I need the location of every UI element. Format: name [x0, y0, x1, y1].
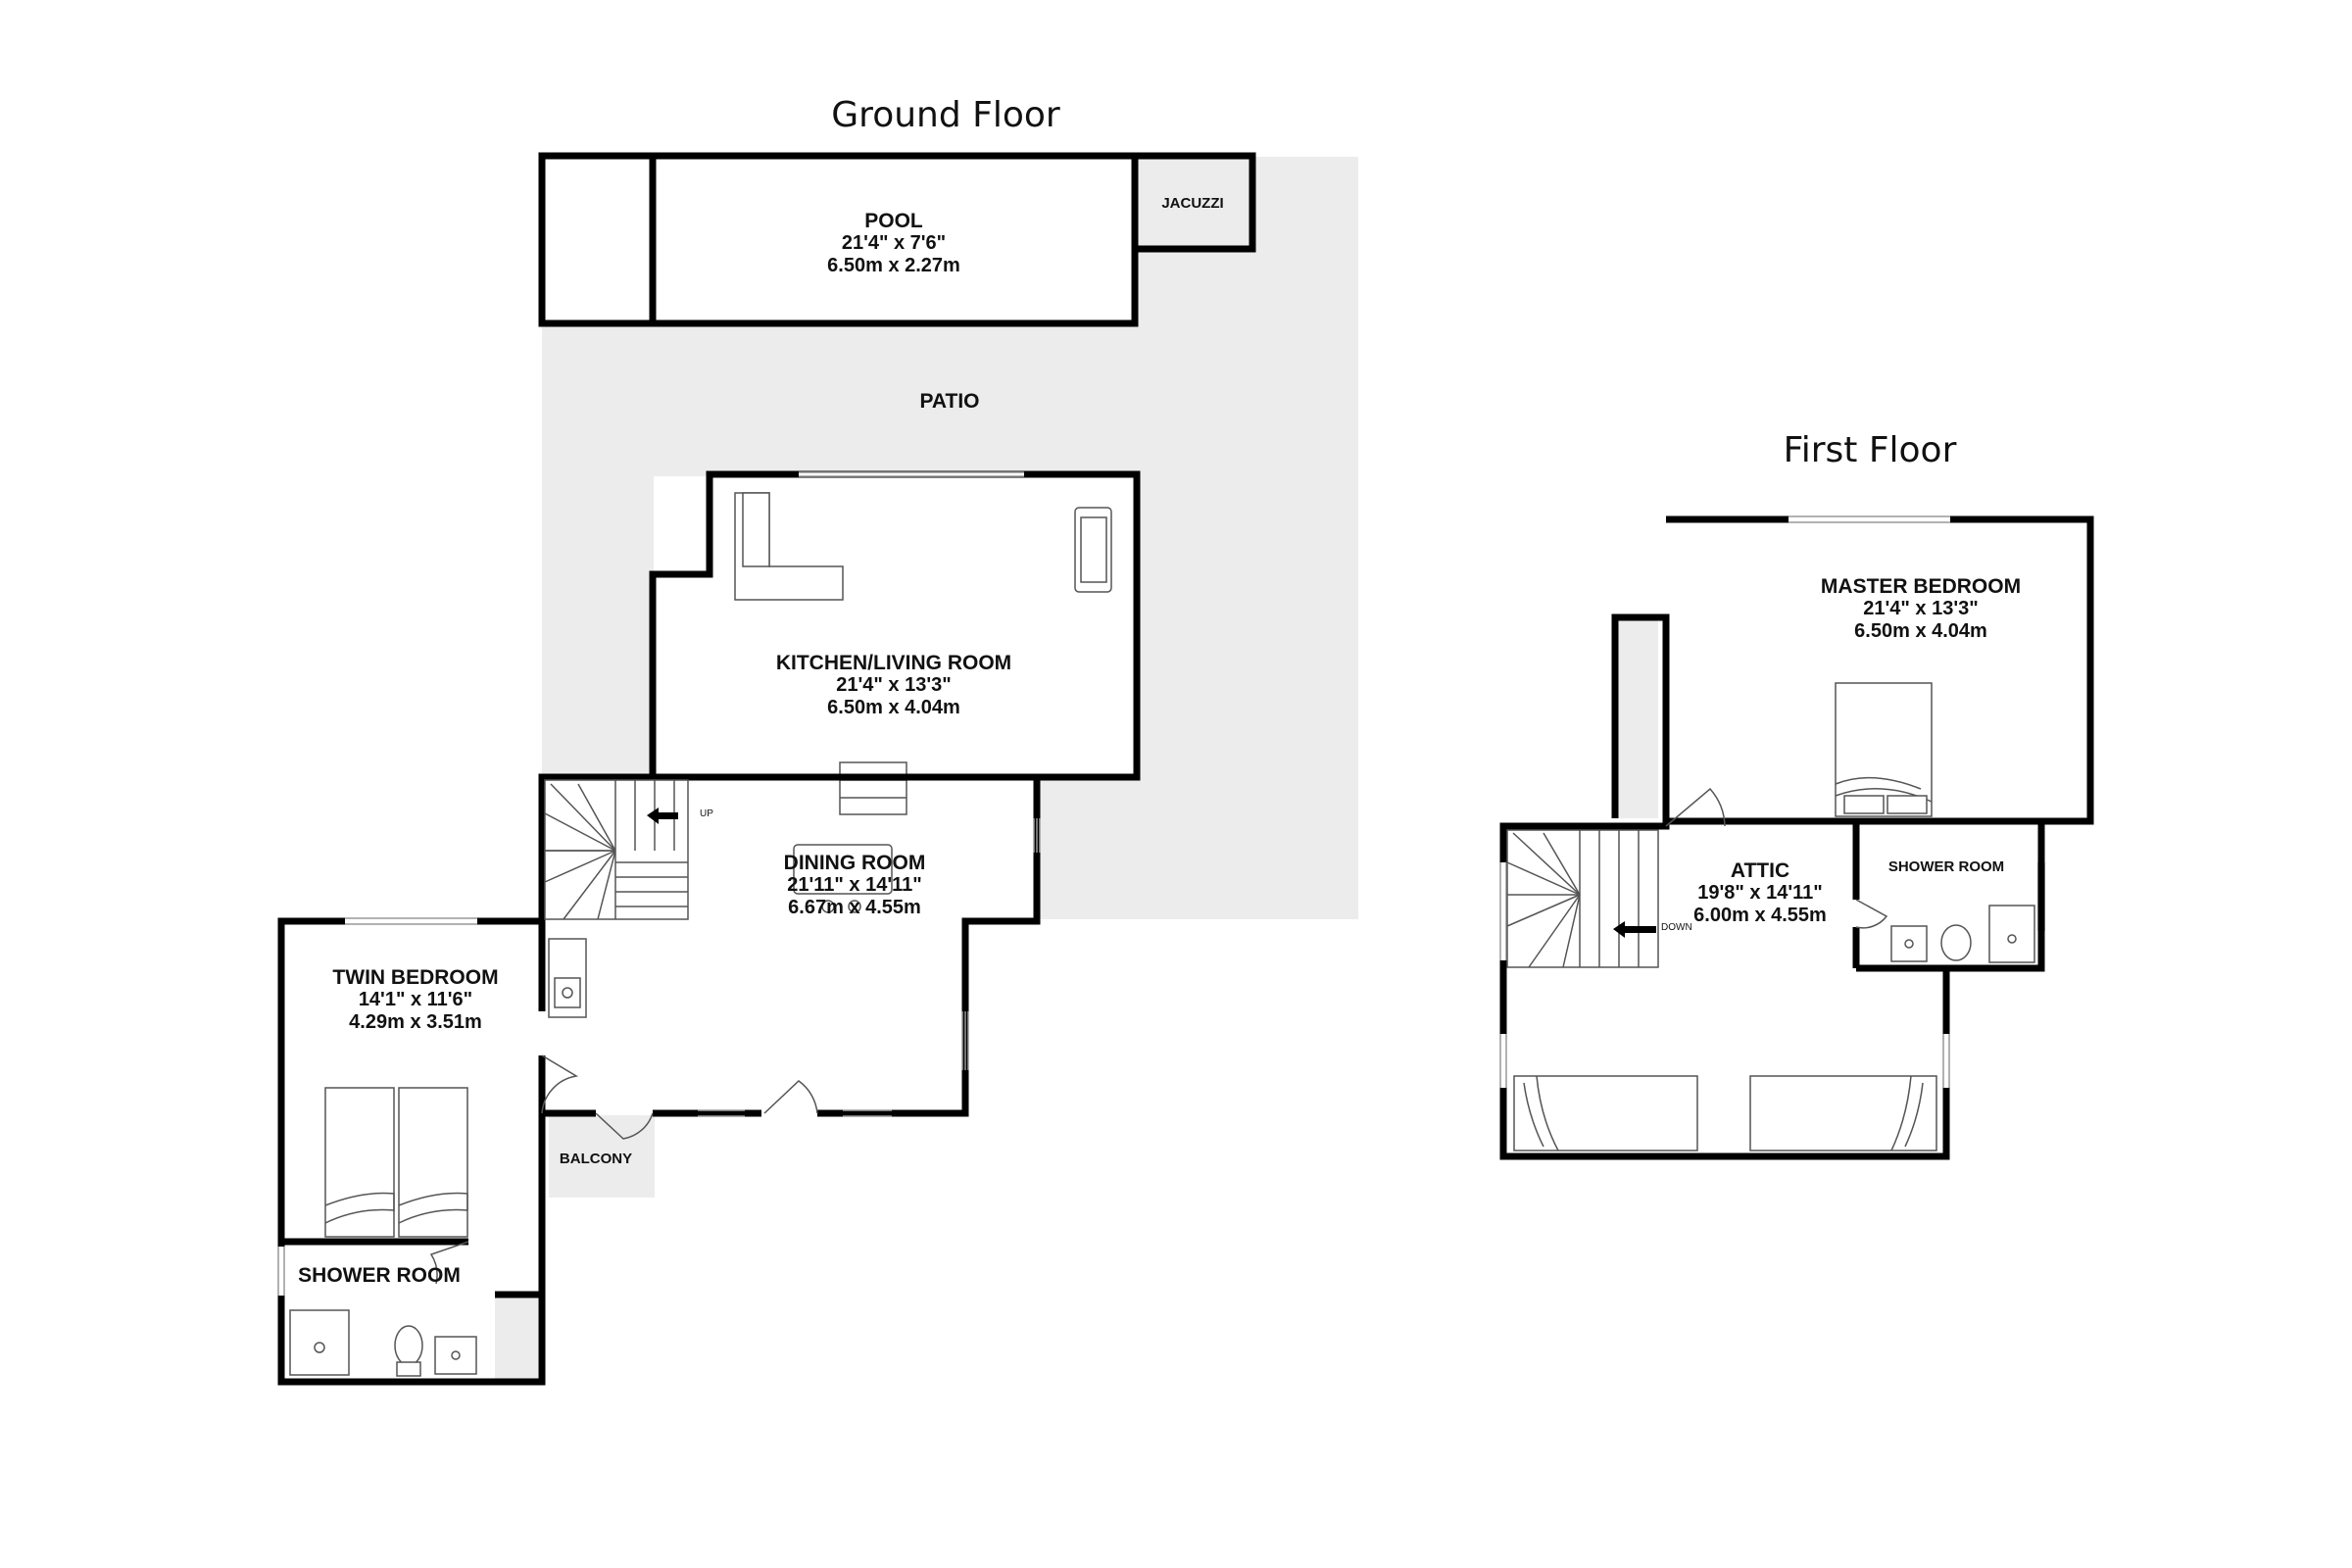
pool-metric: 6.50m x 2.27m	[827, 255, 960, 276]
dining-room	[538, 773, 1041, 1140]
twin-bedroom-imperial: 14'1" x 11'6"	[359, 989, 472, 1010]
master-bedroom-imperial: 21'4" x 13'3"	[1863, 598, 1978, 619]
first-floor-title: First Floor	[1784, 430, 1957, 470]
twin-bedroom-name: TWIN BEDROOM	[332, 966, 498, 989]
kitchen-imperial: 21'4" x 13'3"	[836, 674, 951, 696]
dining-imperial: 21'11" x 14'11"	[787, 874, 922, 896]
kitchen-name: KITCHEN/LIVING ROOM	[776, 652, 1011, 674]
kitchen-metric: 6.50m x 4.04m	[827, 697, 960, 718]
master-bedroom-metric: 6.50m x 4.04m	[1854, 620, 1987, 642]
twin-bedroom-metric: 4.29m x 3.51m	[349, 1011, 482, 1033]
first-floor-shower-room	[1856, 817, 2045, 972]
attic-metric: 6.00m x 4.55m	[1693, 905, 1827, 926]
balcony-name: BALCONY	[560, 1151, 632, 1167]
attic-imperial: 19'8" x 14'11"	[1697, 882, 1822, 904]
stairs-down-label: DOWN	[1661, 922, 1692, 933]
pool	[538, 152, 1256, 327]
master-bedroom-name: MASTER BEDROOM	[1821, 575, 2021, 598]
ground-shower-room-name: SHOWER ROOM	[298, 1264, 461, 1287]
stairs-up-label: UP	[700, 808, 713, 819]
patio-name: PATIO	[919, 390, 979, 413]
jacuzzi-name: JACUZZI	[1161, 195, 1223, 212]
twin-bedroom	[277, 917, 579, 1386]
attic-name: ATTIC	[1731, 859, 1789, 882]
ground-floor-title: Ground Floor	[831, 95, 1060, 135]
first-shower-room-name: SHOWER ROOM	[1888, 858, 2004, 875]
first-floor-shade	[1615, 617, 1658, 818]
master-bedroom	[1611, 515, 2094, 825]
pool-name: POOL	[864, 210, 923, 232]
pool-imperial: 21'4" x 7'6"	[842, 232, 946, 254]
dining-name: DINING ROOM	[784, 852, 926, 874]
attic	[1499, 787, 2045, 1160]
dining-metric: 6.67m x 4.55m	[788, 897, 921, 918]
